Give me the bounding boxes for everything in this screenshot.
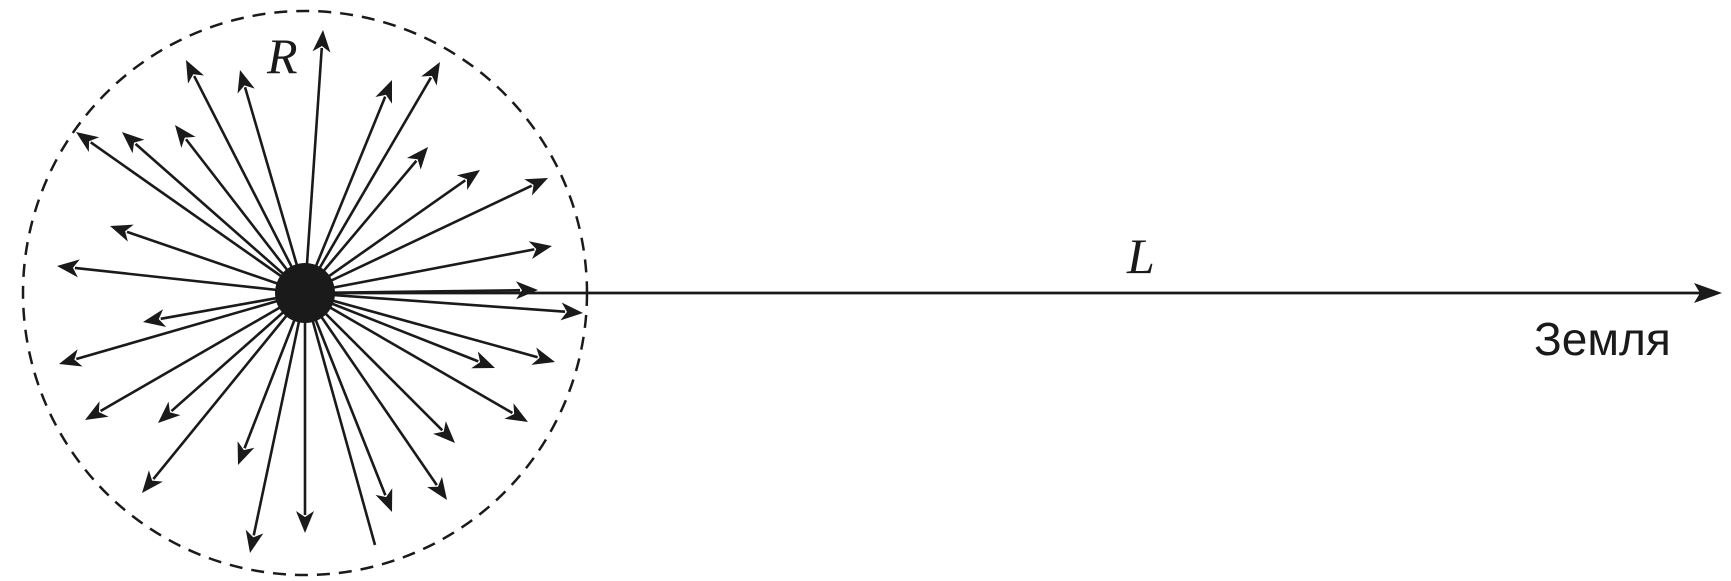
ray-arrowhead	[237, 441, 255, 465]
ray-arrowhead	[85, 401, 109, 420]
ray-arrowhead	[57, 259, 80, 278]
ray-line	[126, 230, 306, 295]
ray-line	[304, 184, 533, 295]
ray-arrowhead	[427, 476, 447, 500]
ray-arrowhead	[421, 62, 440, 86]
ray-arrowhead	[237, 70, 255, 94]
ray-arrowhead	[531, 347, 555, 365]
ray-group	[57, 30, 583, 553]
ray-line	[75, 291, 306, 361]
distance-label: L	[1126, 228, 1155, 284]
ray-arrowhead	[504, 403, 528, 422]
ray-line	[89, 141, 306, 295]
ray-arrowhead	[110, 224, 134, 242]
ray-line	[304, 291, 514, 415]
ray-arrowhead	[312, 30, 331, 53]
ray-line	[304, 248, 535, 295]
ray-line	[304, 292, 444, 432]
distance-arrowhead	[1694, 283, 1722, 303]
ray-arrowhead	[375, 80, 393, 104]
ray-line	[243, 86, 307, 294]
ray-arrowhead	[59, 349, 83, 367]
ray-line	[134, 142, 306, 294]
ray-line	[304, 179, 467, 295]
ray-arrowhead	[433, 421, 455, 443]
ray-arrowhead	[122, 132, 145, 154]
ray-line	[303, 96, 387, 294]
ray-arrowhead	[76, 132, 100, 153]
ray-arrowhead	[186, 60, 205, 84]
earth-label: Земля	[1534, 313, 1671, 365]
ray-arrowhead	[143, 309, 167, 327]
ray-arrowhead	[158, 401, 181, 423]
ray-line	[193, 75, 307, 294]
ray-arrowhead	[524, 178, 548, 196]
ray-arrowhead	[560, 302, 583, 321]
ray-line	[303, 47, 324, 294]
ray-arrowhead	[406, 147, 428, 170]
ray-line	[252, 292, 307, 536]
ray-arrowhead	[515, 281, 538, 300]
ray-line	[184, 138, 307, 294]
ray-arrowhead	[142, 470, 163, 493]
ray-arrowhead	[296, 511, 314, 533]
ray-line	[304, 291, 538, 359]
ray-arrowhead	[175, 125, 196, 148]
ray-line	[303, 76, 433, 294]
ray-line	[303, 292, 377, 546]
ray-line	[304, 291, 479, 363]
ray-arrowhead	[375, 488, 393, 512]
ray-arrowhead	[245, 529, 264, 553]
radius-label: R	[266, 28, 298, 84]
ray-line	[303, 292, 438, 486]
ray-line	[304, 291, 566, 314]
ray-line	[99, 291, 306, 413]
ray-line	[152, 292, 307, 480]
ray-line	[74, 266, 306, 295]
ray-arrowhead	[471, 351, 495, 369]
ray-arrowhead	[528, 241, 552, 259]
ray-arrowhead	[456, 170, 480, 191]
ray-line	[303, 292, 387, 496]
